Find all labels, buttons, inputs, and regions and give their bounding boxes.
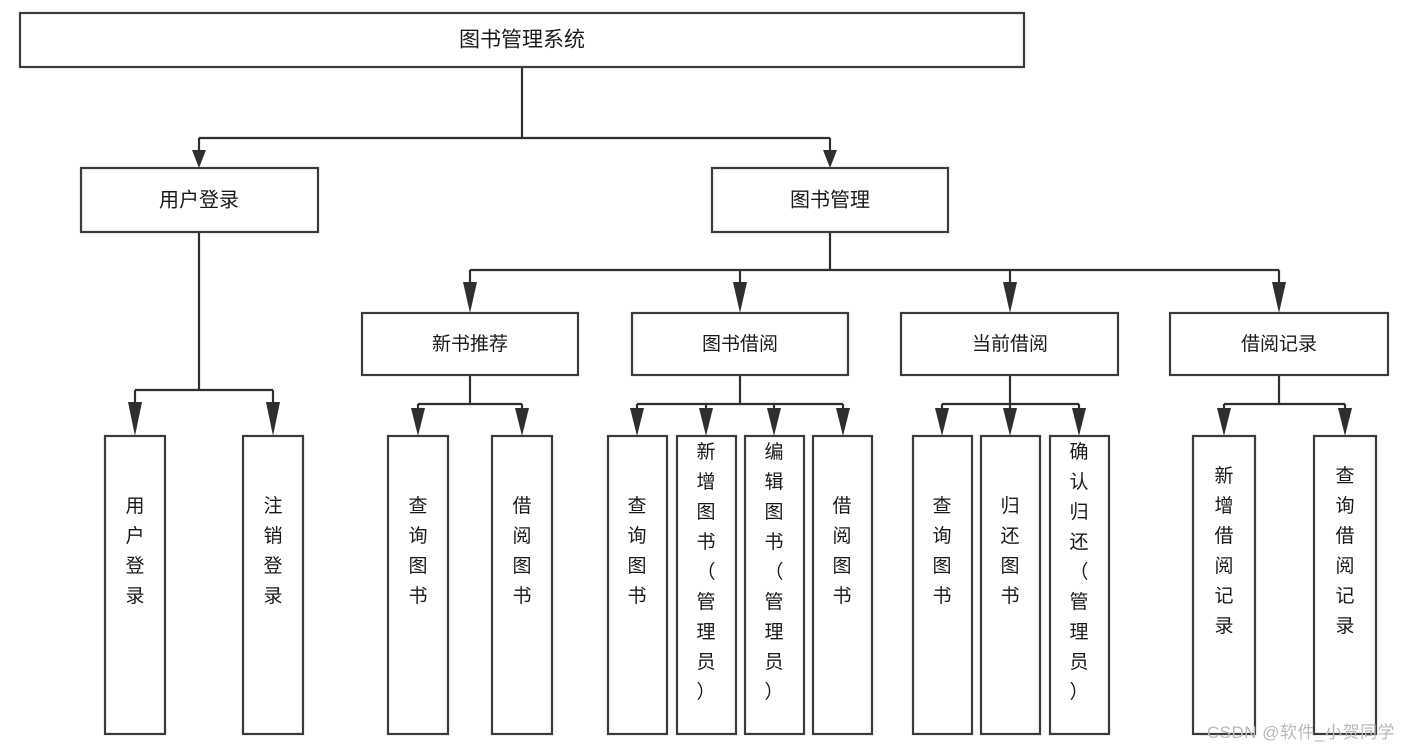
leaf-logout-box[interactable]	[241, 434, 305, 736]
leaf-recommend-query-book[interactable]: 查询图书	[386, 434, 450, 736]
arrow-to-leaf-borrow-borrow	[836, 408, 850, 436]
arrow-to-leaf-user-login	[128, 402, 142, 436]
node-book-manage-box[interactable]	[710, 166, 950, 234]
node-user-login-box[interactable]	[79, 166, 320, 234]
leaf-borrow-add-book[interactable]: 新增图书（管理员）	[675, 434, 738, 736]
node-new-book-recommend-label: 新书推荐	[432, 333, 508, 355]
node-current-borrow[interactable]: 当前借阅	[899, 311, 1120, 377]
leaf-record-query-label: 查询借阅记录	[1335, 465, 1354, 637]
arrow-to-leaf-logout	[266, 402, 280, 436]
arrow-to-book-manage	[823, 150, 837, 168]
node-current-borrow-label: 当前借阅	[972, 333, 1048, 355]
node-borrow-record[interactable]: 借阅记录	[1168, 311, 1390, 377]
node-root[interactable]: 图书管理系统	[18, 11, 1026, 69]
leaf-borrow-query-book-box[interactable]	[606, 434, 669, 736]
node-current-borrow-box[interactable]	[899, 311, 1120, 377]
leaf-user-login-box[interactable]	[103, 434, 167, 736]
leaf-borrow-borrow-book[interactable]: 借阅图书	[811, 434, 874, 736]
arrow-to-leaf-current-query	[935, 408, 949, 436]
leaf-recommend-query-book-label: 查询图书	[408, 495, 427, 607]
leaf-user-login[interactable]: 用户登录	[103, 434, 167, 736]
leaf-recommend-borrow-book-box[interactable]	[490, 434, 554, 736]
leaf-user-login-label: 用户登录	[125, 496, 144, 607]
leaf-current-confirm-return-label: 确认归还（管理员）	[1069, 441, 1088, 703]
arrow-to-leaf-recommend-query	[411, 408, 425, 436]
leaf-recommend-borrow-book-label: 借阅图书	[512, 495, 531, 607]
leaf-record-query[interactable]: 查询借阅记录	[1312, 434, 1378, 736]
leaf-current-return-book-label: 归还图书	[1000, 495, 1019, 607]
arrow-to-leaf-record-query	[1338, 408, 1352, 436]
leaf-logout[interactable]: 注销登录	[241, 434, 305, 736]
leaf-current-confirm-return[interactable]: 确认归还（管理员）	[1048, 434, 1111, 736]
node-user-login[interactable]: 用户登录	[79, 166, 320, 234]
arrow-to-leaf-current-confirm	[1072, 408, 1086, 436]
node-user-login-label: 用户登录	[159, 188, 239, 211]
node-borrow-record-label: 借阅记录	[1241, 333, 1317, 355]
connector-layer	[128, 67, 1352, 436]
leaf-borrow-add-book-label: 新增图书（管理员）	[696, 441, 715, 703]
arrow-to-current-borrow	[1003, 282, 1017, 313]
leaf-recommend-query-book-box[interactable]	[386, 434, 450, 736]
leaf-borrow-add-book-box[interactable]	[675, 434, 738, 736]
leaf-record-add-box[interactable]	[1191, 434, 1257, 736]
leaf-current-query-book-box[interactable]	[911, 434, 974, 736]
arrow-to-book-borrow	[733, 282, 747, 313]
leaf-record-add-label: 新增借阅记录	[1214, 465, 1233, 637]
leaf-borrow-edit-book[interactable]: 编辑图书（管理员）	[743, 434, 806, 736]
arrow-to-leaf-current-return	[1003, 408, 1017, 436]
arrow-to-leaf-record-add	[1217, 408, 1231, 436]
node-borrow-record-box[interactable]	[1168, 311, 1390, 377]
node-new-book-recommend[interactable]: 新书推荐	[360, 311, 580, 377]
watermark-text: CSDN @软件_小贺同学	[1206, 723, 1395, 742]
leaf-borrow-query-book-label: 查询图书	[627, 495, 646, 607]
node-new-book-recommend-box[interactable]	[360, 311, 580, 377]
node-root-box[interactable]	[18, 11, 1026, 69]
leaf-current-confirm-return-box[interactable]	[1048, 434, 1111, 736]
arrow-to-leaf-borrow-add	[699, 408, 713, 436]
leaf-current-return-book-box[interactable]	[979, 434, 1042, 736]
arrow-to-user-login	[192, 150, 206, 168]
arrow-to-new-book-recommend	[463, 282, 477, 313]
arrow-to-borrow-record	[1272, 282, 1286, 313]
leaf-recommend-borrow-book[interactable]: 借阅图书	[490, 434, 554, 736]
leaf-record-add[interactable]: 新增借阅记录	[1191, 434, 1257, 736]
leaf-borrow-query-book[interactable]: 查询图书	[606, 434, 669, 736]
leaf-borrow-edit-book-label: 编辑图书（管理员）	[764, 441, 783, 703]
leaf-record-query-box[interactable]	[1312, 434, 1378, 736]
leaf-current-query-book[interactable]: 查询图书	[911, 434, 974, 736]
leaf-current-query-book-label: 查询图书	[932, 495, 951, 607]
node-book-borrow[interactable]: 图书借阅	[630, 311, 850, 377]
node-book-borrow-label: 图书借阅	[702, 333, 778, 355]
node-book-borrow-box[interactable]	[630, 311, 850, 377]
leaf-current-return-book[interactable]: 归还图书	[979, 434, 1042, 736]
node-root-label: 图书管理系统	[459, 29, 585, 52]
node-book-manage[interactable]: 图书管理	[710, 166, 950, 234]
leaf-borrow-borrow-book-box[interactable]	[811, 434, 874, 736]
arrow-to-leaf-borrow-query	[630, 408, 644, 436]
leaf-borrow-edit-book-box[interactable]	[743, 434, 806, 736]
leaf-logout-label: 注销登录	[263, 495, 282, 607]
arrow-to-leaf-borrow-edit	[767, 408, 781, 436]
leaf-borrow-borrow-book-label: 借阅图书	[832, 495, 851, 607]
node-book-manage-label: 图书管理	[790, 188, 870, 211]
arrow-to-leaf-recommend-borrow	[515, 408, 529, 436]
